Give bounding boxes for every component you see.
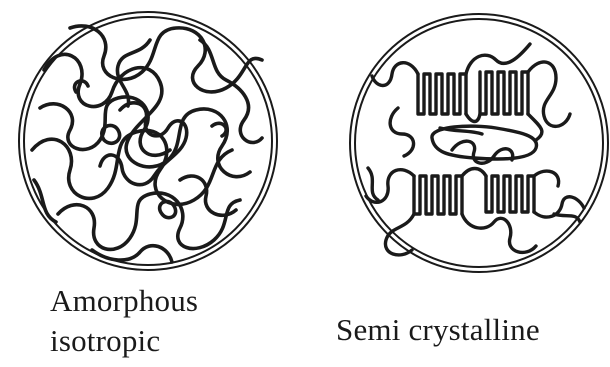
amorphous-label: Amorphous isotropic <box>50 281 198 361</box>
lower-lamella-left <box>414 176 462 214</box>
upper-lamella-right <box>480 72 528 114</box>
amorphous-random-chains <box>32 26 262 262</box>
lower-lamella-right <box>486 176 534 212</box>
semi-crystalline-panel <box>350 14 608 272</box>
upper-lamella-left <box>418 74 466 114</box>
amorphous-panel <box>19 12 277 270</box>
semi-crystalline-label-line-1: Semi crystalline <box>336 310 540 350</box>
semi-crystalline-label: Semi crystalline <box>336 310 540 350</box>
semi-crystalline-chains <box>366 44 584 255</box>
amorphous-label-line-1: Amorphous <box>50 281 198 321</box>
amorphous-label-line-2: isotropic <box>50 321 198 361</box>
